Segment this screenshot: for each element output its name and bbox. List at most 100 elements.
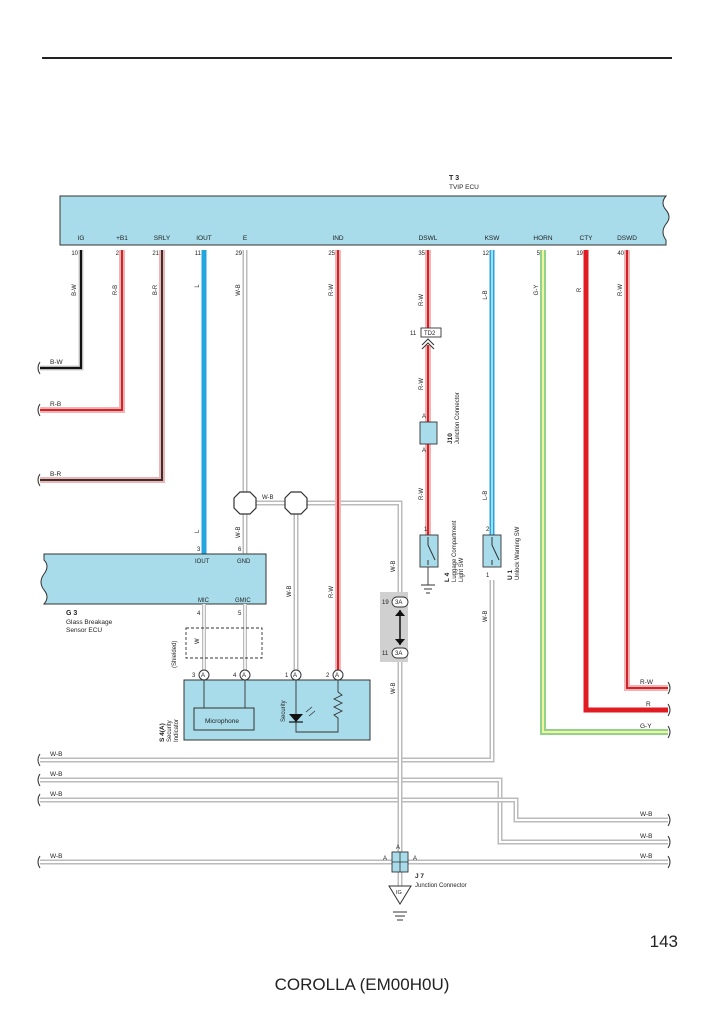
ecu-t3-wire-code: R-B <box>113 285 119 295</box>
u1-code: U 1 <box>507 570 514 581</box>
splice-point-2 <box>284 491 308 515</box>
j7-cross <box>392 852 408 872</box>
wire-b-r-srly <box>40 250 165 483</box>
j10-connector <box>419 421 438 445</box>
l4-name-line2: Light SW <box>459 557 465 582</box>
conn-3a-code-bottom: 3A <box>395 651 402 657</box>
s4-conn-a-4: A <box>335 673 339 679</box>
u1-wire-lb-label: L-B <box>483 491 489 500</box>
g3-name-line1: Glass Breakage <box>66 619 113 626</box>
td2-chevron-icon <box>421 338 435 350</box>
splice-point-1 <box>233 491 257 515</box>
led-icon <box>289 680 339 733</box>
wire-g-y-horn <box>540 250 668 735</box>
conn-3a-wire-top: W-B <box>391 560 397 572</box>
bus-label-3: W-B <box>50 791 63 798</box>
left-wire-label-1: B-W <box>50 359 64 366</box>
s4-wire-rw-label: R-W <box>329 586 335 598</box>
s4-code: S 4(A) <box>159 723 166 742</box>
shielded-wires <box>185 604 263 672</box>
ecu-t3-wire-code: L <box>195 284 201 288</box>
right-edge-marks <box>667 681 671 869</box>
j10-code: J10 <box>447 433 454 444</box>
ground-icon <box>388 885 412 921</box>
wire-r-b-b1 <box>40 250 125 413</box>
ecu-t3-pin-label: +B1 <box>116 235 128 242</box>
u1-pin-1: 1 <box>486 573 490 579</box>
microphone-box <box>193 707 255 731</box>
microphone-label: Microphone <box>205 718 239 725</box>
j7-name: Junction Connector <box>415 883 467 889</box>
ecu-t3-wire-code: R-W <box>618 284 624 296</box>
td2-connector <box>420 327 442 338</box>
ecu-t3-pin-label: DSWD <box>617 235 637 242</box>
ecu-t3-pin-number: 40 <box>617 251 624 257</box>
u1-pin-2: 2 <box>486 527 490 533</box>
td2-num: 11 <box>410 331 417 337</box>
g3-pin-mic: MIC <box>198 598 210 604</box>
g3-wire-l-label: L <box>195 529 201 533</box>
page-number: 143 <box>649 932 678 951</box>
s4-pin-1: 1 <box>285 673 289 679</box>
j10-wire-label-bottom: R-W <box>419 488 425 500</box>
ecu-t3-pin-number: 35 <box>418 251 425 257</box>
ecu-t3-pin-number: 2 <box>116 251 120 257</box>
ecu-t3-pin-label: SRLY <box>154 235 171 242</box>
conn-3a-code-top: 3A <box>395 600 402 606</box>
ecu-t3-pin-number: 29 <box>235 251 242 257</box>
ecu-t3-code: T 3 <box>449 175 459 182</box>
s4-conn-a-2: A <box>242 673 246 679</box>
u1-name: Unlock Warning SW <box>515 526 521 580</box>
right-wire-label-3: G-Y <box>640 723 652 730</box>
resistor-icon <box>332 680 344 722</box>
ecu-t3-wire-code: R <box>577 287 583 292</box>
ecu-t3-pin-label: DSWL <box>419 235 438 242</box>
ground-code: IG <box>396 890 402 896</box>
ecu-t3-wire-code: B-W <box>72 284 78 296</box>
ecu-t3-wire-code: G-Y <box>534 285 540 296</box>
u1-switch <box>482 534 502 568</box>
wire-r-cty <box>583 250 668 713</box>
l4-pin-1: 1 <box>424 527 428 533</box>
g3-iout-num: 3 <box>197 547 201 553</box>
g3-wire-wb-label: W-B <box>236 526 242 538</box>
g3-pin-iout: IOUT <box>195 559 210 565</box>
right-wire-label-1: R-W <box>640 679 654 686</box>
ecu-t3-pin-number: 5 <box>537 251 541 257</box>
s4-name-line2: Indicator <box>174 719 180 742</box>
l4-code: L 4 <box>444 572 451 582</box>
wire-b-w-ig <box>40 250 84 371</box>
g3-gnd-num: 6 <box>238 547 242 553</box>
s4-connectors <box>198 669 344 681</box>
g3-mic-num: 4 <box>197 611 201 617</box>
ecu-t3-pin-number: 12 <box>482 251 489 257</box>
l4-switch <box>419 534 439 594</box>
g3-wire-w-label: W <box>195 638 201 644</box>
g3-gmic-num: 5 <box>238 611 242 617</box>
s4-pin-3: 3 <box>192 673 196 679</box>
left-wire-label-3: B-R <box>50 471 62 478</box>
bus-label-4: W-B <box>50 853 63 860</box>
s4-conn-a-3: A <box>293 673 297 679</box>
left-edge-marks <box>37 361 41 869</box>
ecu-t3-pin-number: 21 <box>152 251 159 257</box>
g3-ecu-box <box>40 553 267 605</box>
right-wire-label-6: W-B <box>640 853 653 860</box>
ecu-t3-pin-label: CTY <box>580 235 594 242</box>
j7-a-right: A <box>413 856 417 862</box>
ecu-t3-wire-code: R-W <box>419 294 425 306</box>
s4-conn-a-1: A <box>201 673 205 679</box>
j7-code: J 7 <box>415 873 424 880</box>
conn-3a-top-num: 19 <box>382 600 389 606</box>
bus-label-2: W-B <box>50 771 63 778</box>
s4-security-label: Security <box>281 700 287 722</box>
g3-code: G 3 <box>66 610 77 617</box>
right-wire-label-2: R <box>646 701 651 708</box>
j10-name: Junction Connector <box>455 392 461 444</box>
ecu-t3-pins: IG10B-W+B12R-BSRLY21B-RIOUT11LE29W-BIND2… <box>71 235 637 306</box>
g3-pin-gmic: GMIC <box>235 598 251 604</box>
left-wire-label-2: R-B <box>50 401 61 408</box>
ecu-t3-pin-number: 25 <box>328 251 335 257</box>
ecu-t3-pin-label: IND <box>332 235 344 242</box>
wire-group <box>40 250 668 886</box>
